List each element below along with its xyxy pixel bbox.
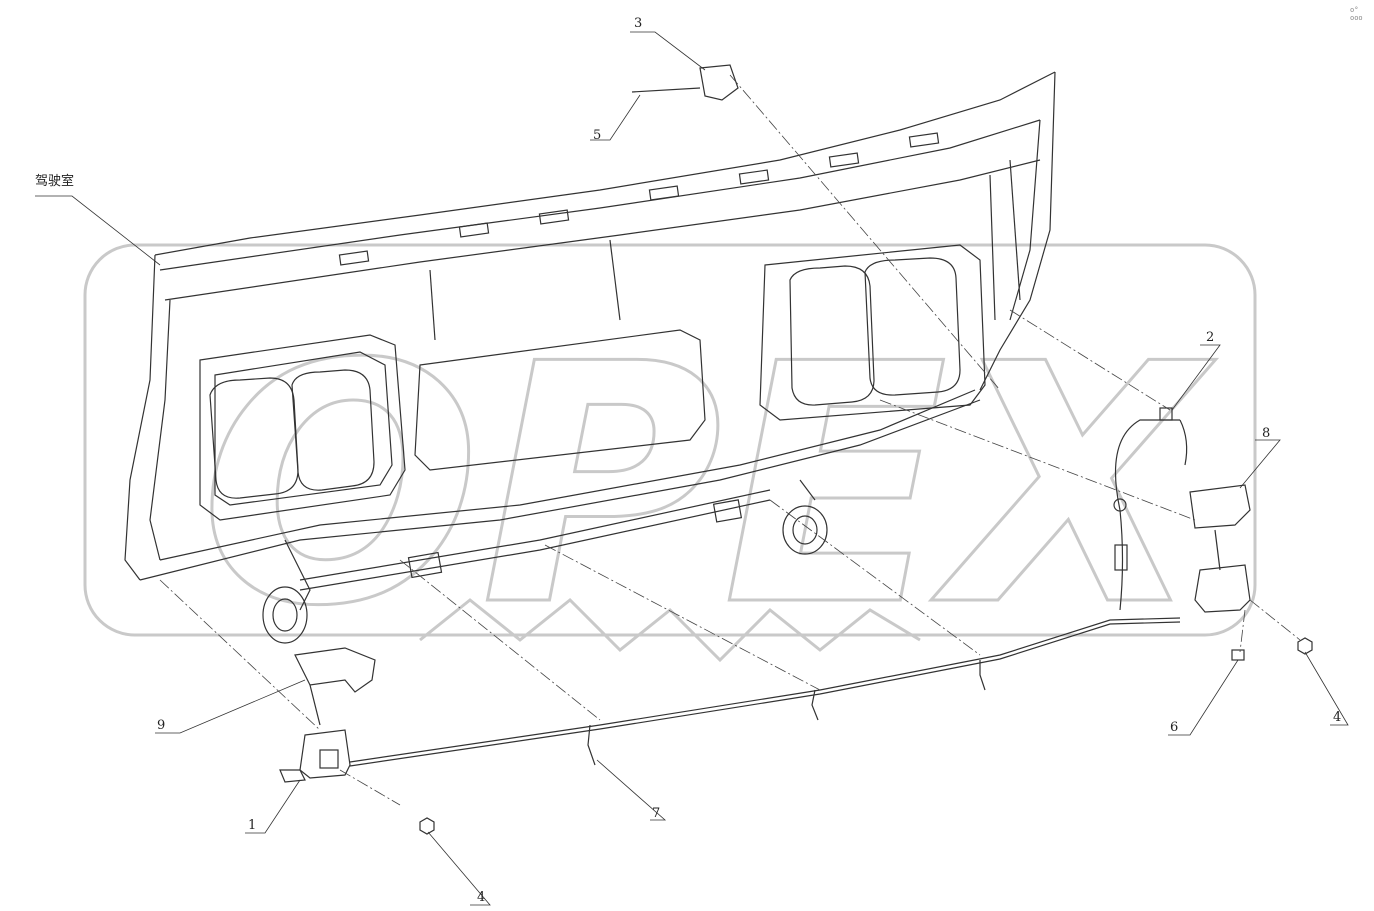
callout-2: 2 [1206,330,1215,345]
callout-9: 9 [157,718,166,733]
assembly-lines [159,74,1301,806]
mount-left [262,539,311,644]
callout-6: 6 [1170,720,1179,735]
release-cable [349,419,1188,767]
mount-right [782,479,828,555]
leader-lines [35,31,1349,906]
callout-7: 7 [652,806,661,821]
bolt-6 [1231,649,1245,661]
corner-mark: o° ooo [1350,6,1363,22]
cab-panel [124,71,1056,581]
watermark-logo: OPEX [83,243,1257,680]
cross-tube [299,489,771,591]
callout-4-right: 4 [1333,710,1342,725]
lock-left [279,729,351,783]
clip-2 [1159,407,1173,421]
callout-1: 1 [248,818,257,833]
callout-8: 8 [1262,426,1271,441]
lock-right [1189,484,1251,613]
nut-4 [419,637,1313,835]
callout-3: 3 [634,16,643,31]
callout-5: 5 [593,128,602,143]
callout-4-left: 4 [477,890,486,905]
bracket-9 [294,647,376,726]
top-bracket-3 [631,64,739,101]
cab-label: 驾驶室 [35,174,75,189]
